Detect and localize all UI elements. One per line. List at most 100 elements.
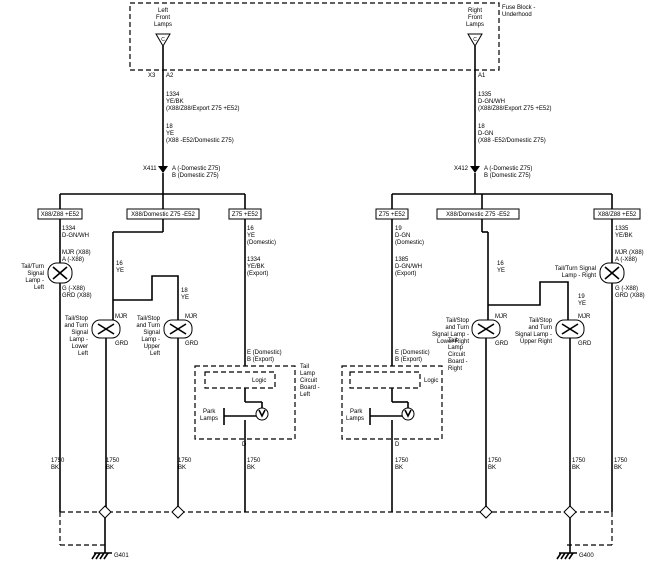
connector-x412: X412 [454,166,469,172]
left-board-led-diode [258,409,266,418]
gw-color-3: BK [178,465,186,471]
gw-color-7: BK [572,465,580,471]
gw-color-5: BK [395,465,403,471]
left-front-lamps-pin: C [161,37,165,43]
left-option-1: X88/Z88 +E52 [41,212,80,218]
right-option-2: X88/Domestic Z75 -E52 [446,212,510,218]
left-signal-lamp-cross [52,266,68,280]
right-lower-grd: GRD [495,341,509,347]
right-w4-a: A (-X88) [615,257,637,263]
right-lower-label-4: Lower Right [437,339,469,345]
left-w2-gauge: 16 [116,261,123,267]
right-upper-feed-wire [488,281,569,320]
ground-wire-labels: 1750 BK 1750 BK 1750 BK 1750 BK 1750 BK … [51,458,628,471]
gw-color-6: BK [488,465,496,471]
left-signal-label-4: Left [34,285,44,291]
right-feed-options2: (X88 -E52/Domestic Z75) [478,138,546,144]
gw-circuit-4: 1750 [247,458,261,464]
right-w4-mjr: MJR (X88) [615,250,644,256]
ground-g400-icon [556,552,577,560]
right-board-logic-box [349,371,421,389]
fuse-block-label-2: Underhood [502,12,532,18]
right-board-e-pin: E (Domestic) [395,350,430,356]
left-option-3: Z75 +E52 [232,212,259,218]
left-w4-opt2: (Export) [247,271,268,277]
connector-x3: X3 [148,73,156,79]
right-option-box-2 [436,208,520,220]
right-w4-color: YE/BK [615,233,633,239]
right-board-name-3: Circuit [448,352,465,358]
gw-circuit-2: 1750 [106,458,120,464]
splice-diamond-icon [98,505,112,519]
left-lower-label-3: Signal [71,330,88,336]
ground-g401-label: G401 [114,553,129,559]
right-signal-label-1: Tail/Turn Signal [555,266,596,272]
left-w3-color: YE [181,295,189,301]
right-front-lamps-pin: C [473,37,477,43]
left-w4-color2: YE/BK [247,264,265,270]
left-feed-options: (X88/Z88/Export Z75 +E52) [166,106,240,112]
gw-color-1: BK [51,465,59,471]
gw-circuit-7: 1750 [572,458,586,464]
gw-color-8: BK [614,465,622,471]
right-w1-color2: D-GN/WH [395,264,422,270]
left-upper-grd: GRD [185,341,199,347]
left-branch-wiring: 1334 D-GN/WH MJR (X88) A (-X88) Tail/Tur… [21,219,276,512]
left-upper-label-1: Tail/Stop [137,316,161,322]
right-board-name-1: Tail [448,338,457,344]
left-board-led-icon [255,407,269,421]
connector-a2: A2 [166,73,174,79]
left-board-logic: Logic [252,378,266,384]
splice-diamond-icon [563,505,577,519]
gw-color-4: BK [247,465,255,471]
right-signal-label-2: Lamp - Right [562,273,597,279]
gw-circuit-6: 1750 [488,458,502,464]
right-option-3: X88/Z88 +E52 [598,212,637,218]
left-signal-label-3: Lamp - [25,278,44,284]
left-option-2: X88/Domestic Z75 -E52 [131,212,195,218]
right-feed-color2: D-GN [478,131,493,137]
right-option-1: Z75 +E52 [379,212,406,218]
right-upper-label-3: Signal Lamp - [515,332,552,338]
right-feed-gauge2: 18 [478,124,485,130]
right-board-d-pin: D [395,442,400,448]
left-upper-feed-wire [113,275,179,320]
x412-connector-icon [470,166,480,173]
right-tail-lamp-board: E (Domestic) B (Export) Logic Park Lamps… [341,338,468,512]
left-feed-color: YE/BK [166,99,184,105]
right-lower-lamp-cross [477,323,495,335]
left-upper-label-6: Left [150,351,160,357]
gw-circuit-1: 1750 [51,458,65,464]
right-w2-gauge: 16 [497,261,504,267]
right-upper-lamp-cross [561,323,579,335]
left-board-outline [194,365,296,440]
left-front-lamps-label-3: Lamps [154,22,172,28]
left-feed-gauge2: 18 [166,124,173,130]
x412-pin-b: B (Domestic Z75) [484,173,531,179]
right-board-name-2: Lamp [448,345,464,351]
right-feed-circuit: 1335 [478,92,492,98]
left-lower-label-6: Left [78,351,88,357]
left-feed-options2: (X88 -E52/Domestic Z75) [166,138,234,144]
right-feed-color: D-GN/WH [478,99,505,105]
left-board-e-pin: E (Domestic) [247,350,282,356]
right-feed: 1335 D-GN/WH (X88/Z88/Export Z75 +E52) 1… [375,70,641,220]
gw-circuit-8: 1750 [614,458,628,464]
right-w1-opt2: (Export) [395,271,416,277]
left-feed-circuit: 1334 [166,92,180,98]
right-w1-color: D-GN [395,233,410,239]
left-board-logic-box [204,371,276,389]
right-upper-mjr: MJR [578,314,591,320]
left-feed-color2: YE [166,131,174,137]
right-feed-options: (X88/Z88/Export Z75 +E52) [478,106,552,112]
right-signal-grd: GRD (X88) [615,293,645,299]
right-board-logic: Logic [424,378,438,384]
right-w3-gauge: 19 [578,294,585,300]
left-w2-color: YE [116,268,124,274]
left-front-lamps-label-1: Left [158,8,168,14]
left-lower-mjr: MJR [115,314,128,320]
left-front-lamps-label-2: Front [156,15,170,21]
right-upper-label-1: Tail/Stop [529,318,553,324]
left-board-name-1: Tail [300,364,309,370]
right-board-outline [341,365,443,440]
